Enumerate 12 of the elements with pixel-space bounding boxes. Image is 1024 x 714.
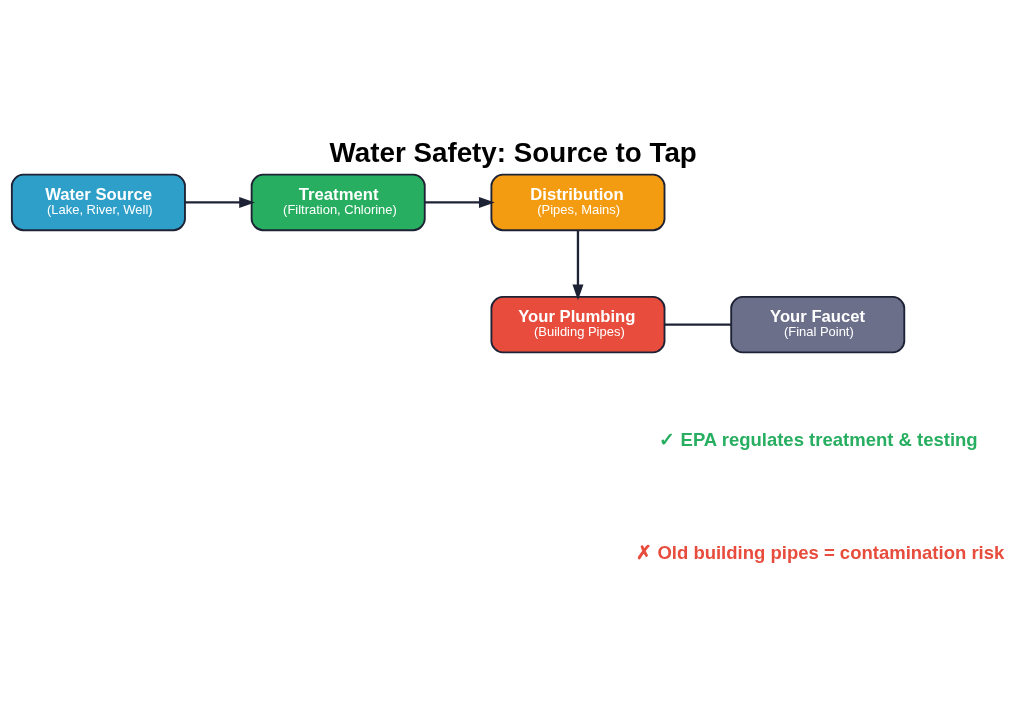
connector xyxy=(664,323,731,326)
node-box: Your Faucet (Final Point) xyxy=(730,295,906,353)
node-box: Your Plumbing (Building Pipes) xyxy=(490,295,666,353)
diagram-title: Water Safety: Source to Tap xyxy=(329,136,697,168)
node-box: Treatment (Filtration, Chlorine) xyxy=(250,173,426,231)
arrow xyxy=(424,196,495,208)
node-box: Distribution (Pipes, Mains) xyxy=(490,173,666,231)
arrow xyxy=(185,196,255,208)
arrow xyxy=(572,229,584,300)
label: ✓ EPA regulates treatment & testing xyxy=(659,428,978,450)
node-box: Water Source (Lake, River, Well) xyxy=(10,173,186,231)
label: ✗ Old building pipes = contamination risk xyxy=(636,541,1005,563)
